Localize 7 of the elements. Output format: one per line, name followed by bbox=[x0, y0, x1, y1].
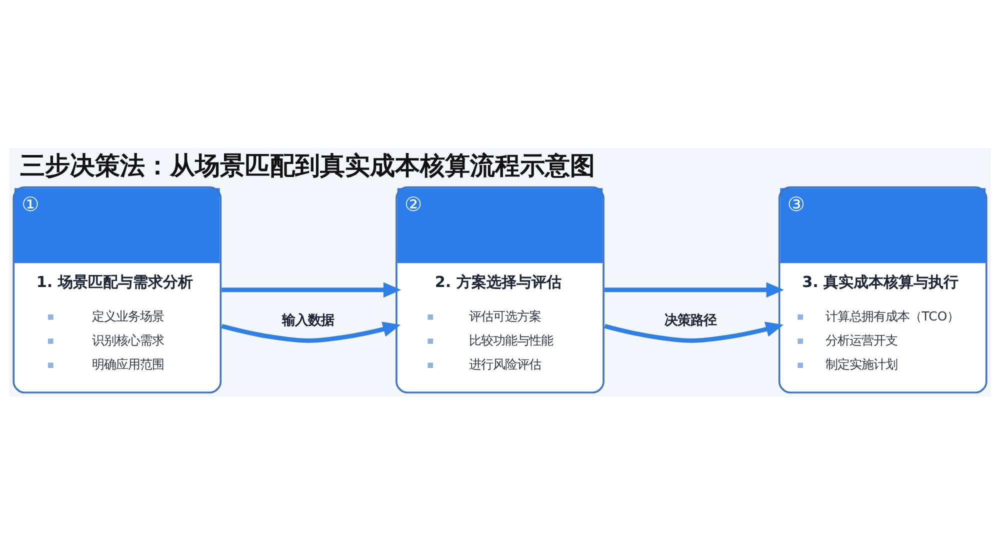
arrow bbox=[604, 282, 784, 298]
diagram-title: 三步决策法：从场景匹配到真实成本核算流程示意图 bbox=[20, 151, 595, 180]
arrow bbox=[221, 322, 401, 343]
edge-label: 决策路径 bbox=[664, 313, 717, 328]
arrow bbox=[604, 322, 784, 343]
arrow bbox=[222, 282, 402, 298]
edge-label: 输入数据 bbox=[282, 313, 334, 328]
